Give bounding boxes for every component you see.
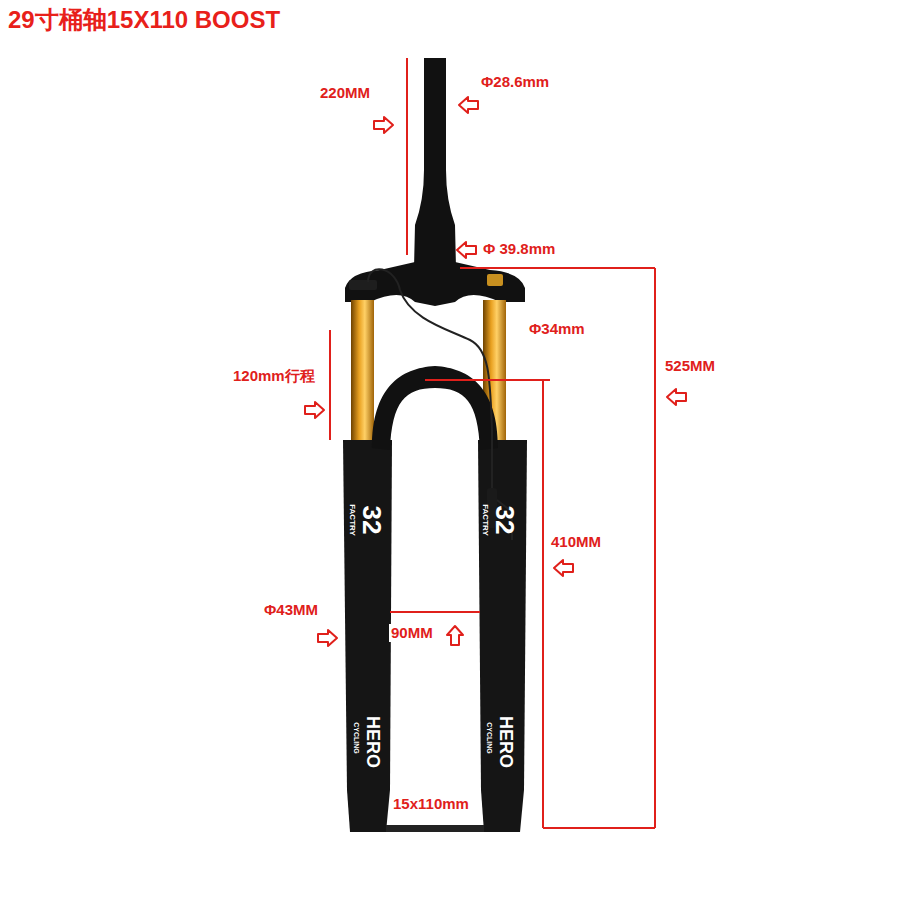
steerer-tube [414,58,456,268]
lower-leg [478,440,527,832]
dimension-label: Φ34mm [527,320,587,338]
pointer-arrow [305,402,324,418]
thru-axle [386,825,484,832]
pointer-arrow [374,117,393,133]
dimension-label: Φ28.6mm [479,73,551,91]
pointer-arrow [447,626,463,645]
dimension-lines [330,58,655,828]
left-cap [349,280,377,290]
brand-name: HERO [364,716,382,768]
brand-text: FACTRY [481,504,489,536]
brand-text: FACTRY [348,504,356,536]
brand-name: HERO [497,716,515,768]
pointer-arrow [554,560,573,576]
dimension-label: 120mm行程 [231,367,317,385]
dimension-label: Φ 39.8mm [481,240,557,258]
stanchion [351,300,374,445]
dimension-label: Φ43MM [262,601,320,619]
lower-leg [343,440,392,832]
brand-text: CYCLING [486,722,493,754]
brand-number: 32 [492,506,518,535]
pointer-arrow [457,242,476,258]
brand-number: 32 [359,506,385,535]
fork-arch [372,366,498,450]
dimension-label: 220MM [318,84,372,102]
dimension-label: 525MM [663,357,717,375]
dimension-label: 15x110mm [391,795,471,813]
pointer-arrow [667,389,686,405]
pointer-arrow [318,630,337,646]
right-knob [487,274,503,286]
dimension-label: 410MM [549,533,603,551]
title: 29寸桶轴15X110 BOOST [8,6,280,35]
brand-text: CYCLING [353,722,360,754]
pointer-arrow [459,97,478,113]
dimension-label: 90MM [389,624,435,642]
